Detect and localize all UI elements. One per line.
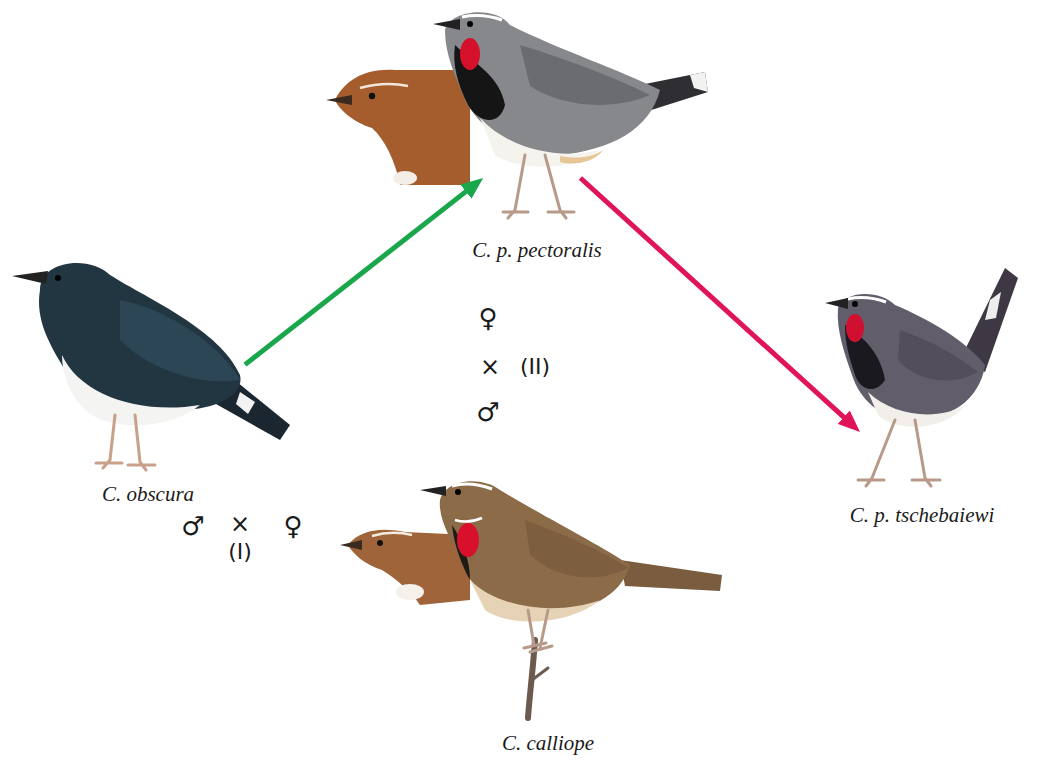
cross-symbol: × [230, 510, 250, 538]
bird-pectoralis-part-part [545, 155, 574, 218]
female-head-inset-part [369, 93, 375, 99]
bird-calliope-part-part [530, 610, 552, 652]
female-head-inset-part [335, 70, 470, 185]
bird-tschebaiewi-part [898, 330, 978, 381]
bird-calliope-part [525, 520, 628, 577]
cross-symbol: (I) [228, 538, 252, 566]
bird-tschebaiewi-part-part [912, 420, 940, 486]
female-head-inset-part [393, 171, 417, 185]
bird-pectoralis [433, 12, 708, 218]
bird-obscura-part [236, 392, 255, 414]
evolution-arrow [580, 178, 848, 421]
evolution-arrow [245, 188, 471, 365]
bird-pectoralis-part [462, 16, 502, 20]
bird-obscura [12, 263, 290, 470]
bird-calliope-part [620, 560, 722, 591]
species-name: C. p. tschebaiewi [850, 503, 995, 527]
bird-pectoralis-part [503, 155, 574, 218]
bird-calliope-part [440, 481, 630, 612]
species-node: C. p. tschebaiewi [860, 265, 1015, 475]
bird-tschebaiewi-part-part [858, 420, 895, 486]
cross-symbol: ♂ [181, 512, 204, 540]
female-head-inset-part [377, 540, 383, 546]
female-head-inset-part [326, 95, 352, 105]
bird-obscura-part-part [128, 415, 155, 470]
bird-tschebaiewi-part [858, 420, 940, 486]
cross-symbol: ♀ [478, 304, 497, 332]
bird-calliope-part [420, 486, 446, 496]
species-name: C. calliope [502, 731, 594, 755]
bird-tschebaiewi-part [846, 314, 864, 342]
species-node: C. obscura [10, 255, 245, 470]
bird-tschebaiewi-part [838, 294, 985, 420]
bird-obscura-part [55, 275, 61, 281]
bird-pectoralis-part [467, 21, 473, 27]
bird-calliope-part [452, 484, 492, 489]
cross-symbol: × [480, 353, 500, 381]
female-head-inset-part [360, 84, 408, 88]
species-name: C. p. pectoralis [472, 238, 602, 262]
bird-calliope-part [532, 668, 548, 680]
bird-pectoralis-part-part [503, 155, 528, 218]
bird-pectoralis-part [520, 45, 650, 105]
cross-symbol: ♀ [283, 512, 302, 540]
bird-calliope-part [455, 518, 482, 522]
bird-pectoralis-part [690, 72, 708, 92]
species-node: C. calliope [440, 475, 720, 625]
bird-calliope-part [455, 489, 461, 495]
cross-symbol: (II) [520, 353, 550, 381]
bird-tschebaiewi-part [985, 292, 1001, 320]
bird-obscura-part [120, 300, 240, 381]
bird-tschebaiewi [825, 268, 1018, 486]
bird-pectoralis-part [460, 38, 480, 70]
bird-pectoralis-part [445, 12, 660, 155]
species-name: C. obscura [102, 482, 194, 506]
bird-calliope-part [470, 580, 600, 621]
bird-calliope-part [524, 610, 552, 652]
female-head-inset [326, 70, 470, 185]
female-head-inset-part [396, 584, 424, 600]
bird-calliope [420, 481, 722, 718]
bird-tschebaiewi-part [852, 301, 858, 307]
female-head-inset-part [372, 533, 412, 536]
bird-calliope-part [457, 523, 479, 557]
bird-obscura-part [39, 263, 241, 411]
bird-obscura-part [12, 271, 48, 284]
bird-pectoralis-part [560, 150, 603, 164]
bird-obscura-part [62, 355, 200, 425]
bird-pectoralis-part [433, 19, 460, 30]
species-node: C. p. pectoralis [440, 5, 710, 178]
female-head-inset [340, 530, 470, 605]
cross-symbol: ♂ [476, 398, 499, 426]
bird-obscura-part-part [96, 415, 122, 468]
bird-tschebaiewi-part [825, 298, 848, 309]
female-head-inset-part [340, 540, 362, 550]
bird-obscura-part [96, 415, 155, 470]
